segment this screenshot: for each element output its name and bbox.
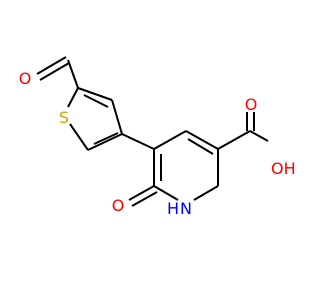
- bond-pyr-c4-c3-inner: [187, 138, 214, 155]
- bond-thio-c4-c5-inner: [83, 94, 109, 108]
- bond-aldehyde-co-1: [36, 56, 67, 75]
- bond-thio-pyr-link: [121, 133, 155, 150]
- atom-s-thiophene: S: [59, 108, 69, 127]
- bond-thio-c3-c4: [111, 99, 123, 135]
- bond-thio-c5-s: [67, 87, 79, 108]
- atom-n-pyridinone: N: [180, 199, 192, 218]
- bond-pyr-n-c6: [153, 185, 179, 201]
- bond-aldehyde-c-ring: [67, 59, 79, 89]
- atom-h-on-nitrogen: H: [167, 199, 179, 218]
- bond-ketone-co-1: [128, 185, 155, 201]
- bond-pyr-c5-c4: [153, 130, 187, 150]
- molecule-structure-diagram: O S O OH O H N: [19, 56, 296, 218]
- atom-o-carbonyl: O: [245, 95, 258, 114]
- bond-pyr-c2-n: [193, 185, 219, 201]
- bond-ketone-co-2: [131, 191, 158, 207]
- bond-layer: [36, 56, 269, 207]
- atom-oh-hydroxyl: OH: [271, 159, 296, 178]
- bond-thio-c2-c3: [87, 133, 123, 151]
- atom-label-layer: O S O OH O H N: [19, 69, 296, 218]
- atom-o-ketone: O: [112, 196, 125, 215]
- bond-aldehyde-co-2: [39, 62, 70, 81]
- bond-thio-c4-c5: [77, 87, 113, 101]
- bond-thio-c2-c3-inner: [93, 132, 119, 145]
- atom-o-aldehyde: O: [19, 69, 32, 88]
- bond-thio-s-c2: [69, 123, 89, 151]
- bond-acid-c-ring: [217, 130, 251, 150]
- bond-acid-c-oh: [249, 130, 269, 142]
- bond-pyr-c4-c3: [185, 130, 219, 150]
